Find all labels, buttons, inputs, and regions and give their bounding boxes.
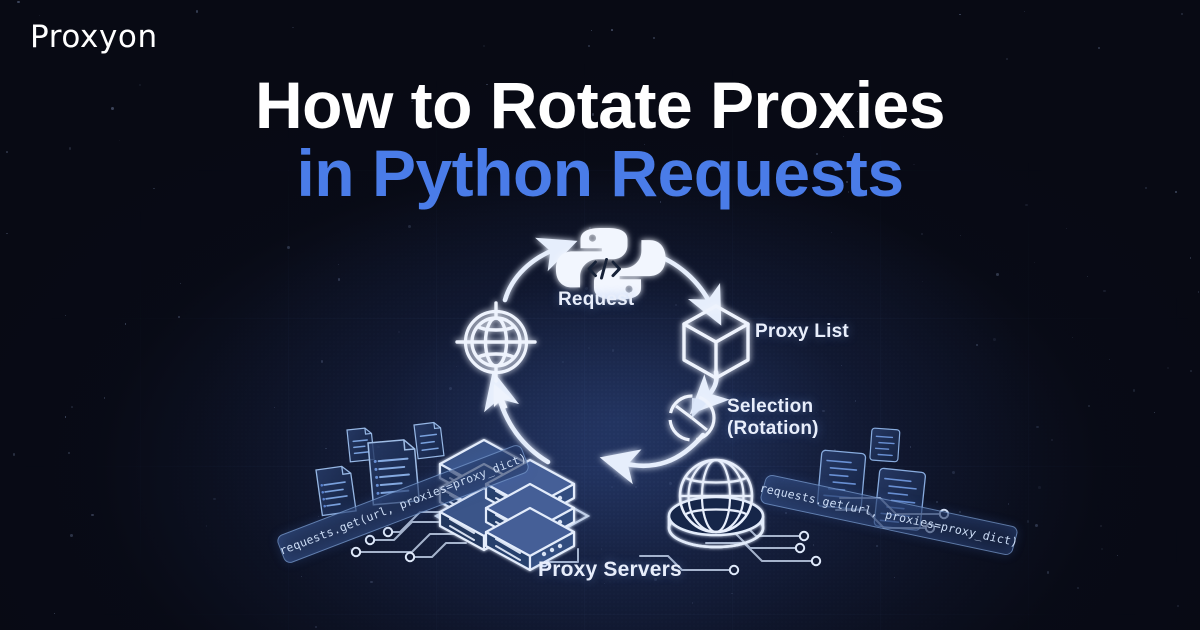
brand-logo: Proxyon	[30, 22, 158, 53]
label-request: Request	[558, 289, 635, 310]
page-title: How to Rotate Proxies in Python Requests	[0, 68, 1200, 210]
pie-chart-icon	[668, 394, 716, 442]
label-selection-line1: Selection	[727, 396, 814, 417]
label-proxy-servers: Proxy Servers	[538, 558, 682, 581]
brand-logo-text: Proxyon	[30, 19, 158, 55]
cube-icon	[682, 304, 750, 380]
label-proxy-list: Proxy List	[755, 321, 849, 342]
code-card	[869, 427, 901, 463]
arrow-selection-to-servers	[599, 432, 706, 485]
cursor-pointer-icon	[494, 384, 512, 410]
title-line-1: How to Rotate Proxies	[255, 68, 945, 142]
doc-card	[413, 421, 445, 460]
title-line-2: in Python Requests	[296, 135, 904, 210]
label-selection: Selection (Rotation)	[727, 396, 857, 441]
globe-target-icon	[455, 301, 537, 383]
label-selection-line2: (Rotation)	[727, 418, 819, 440]
arrow-target-to-request	[502, 237, 578, 303]
globe-pedestal-icon	[667, 458, 765, 549]
